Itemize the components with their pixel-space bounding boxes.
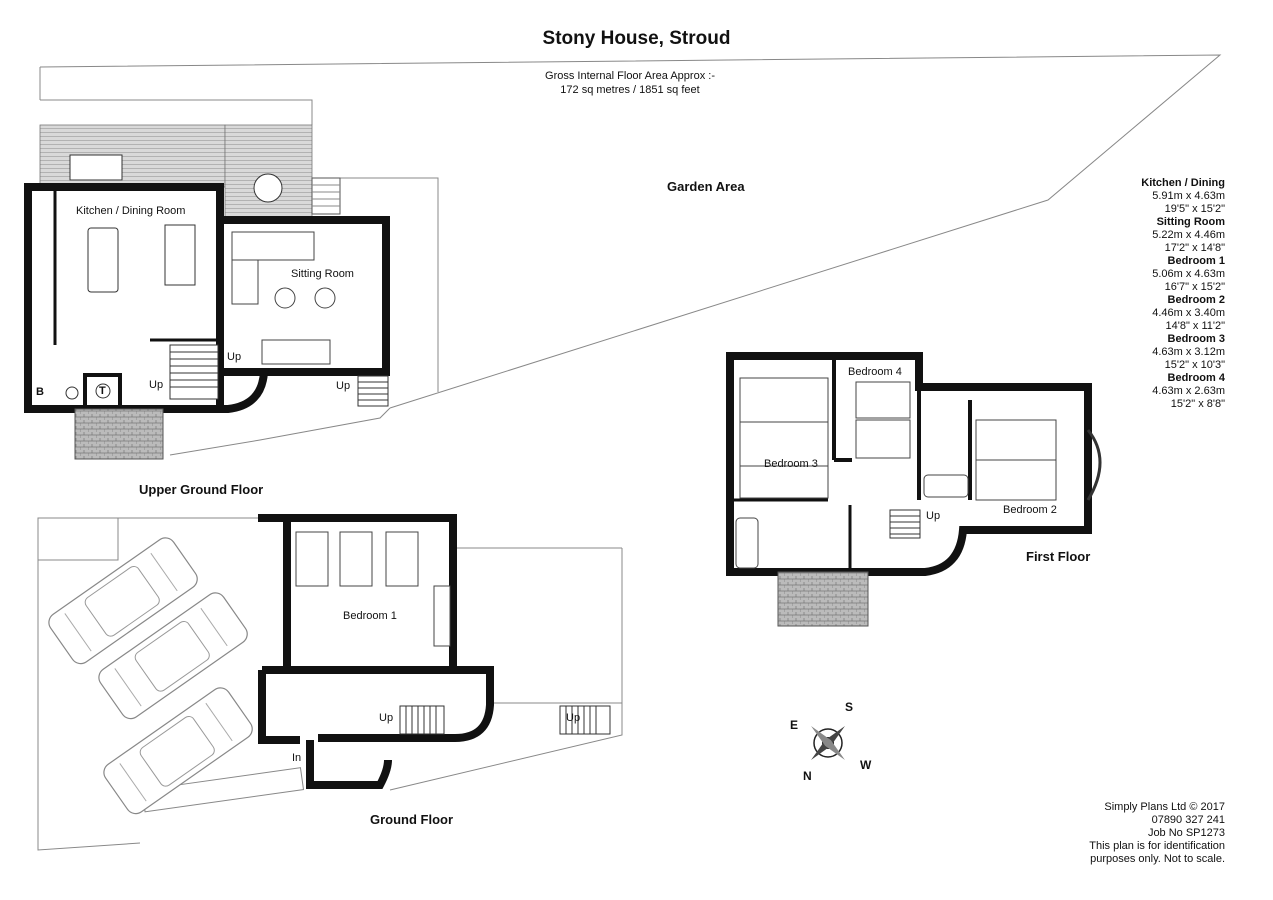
compass-w-label: W [860, 758, 872, 772]
legend-room-name: Bedroom 2 [1167, 294, 1225, 306]
legend-imperial: 15'2" x 10'3" [1164, 359, 1225, 371]
credits-line: purposes only. Not to scale. [1090, 853, 1225, 865]
legend-room-name: Bedroom 3 [1167, 333, 1225, 345]
legend-metric: 4.63m x 2.63m [1152, 385, 1225, 397]
credits-line: Job No SP1273 [1147, 827, 1225, 839]
ground-floor-title: Ground Floor [370, 812, 454, 827]
ground-floor-plan [37, 514, 623, 851]
credits-line: This plan is for identification [1089, 840, 1225, 852]
first-floor-title: First Floor [1026, 549, 1091, 564]
upper-ground-floor-plan [24, 183, 390, 460]
stairs-up-label: Up [336, 380, 351, 392]
legend-imperial: 15'2" x 8'8" [1170, 398, 1225, 410]
legend-imperial: 16'7" x 15'2" [1164, 281, 1225, 293]
floor-area-line-1: Gross Internal Floor Area Approx :- [545, 70, 715, 82]
stairs-up-label: Up [379, 712, 394, 724]
bedroom-3-label: Bedroom 3 [764, 458, 818, 470]
stairs-up-label: Up [149, 379, 164, 391]
upper-ground-floor-title: Upper Ground Floor [139, 482, 264, 497]
floor-area-line-2: 172 sq metres / 1851 sq feet [560, 84, 700, 96]
legend-imperial: 19'5" x 15'2" [1164, 203, 1225, 215]
entrance-label: In [292, 752, 302, 764]
compass-s-label: S [845, 700, 854, 714]
bedroom-1-label: Bedroom 1 [343, 610, 397, 622]
boiler-label: B [36, 386, 44, 398]
bedroom-2-label: Bedroom 2 [1003, 504, 1057, 516]
compass-n-label: N [803, 769, 812, 783]
bedroom-4-label: Bedroom 4 [848, 366, 902, 378]
legend-metric: 5.22m x 4.46m [1152, 229, 1225, 241]
stairs-up-label: Up [926, 510, 941, 522]
page-title: Stony House, Stroud [542, 28, 731, 49]
legend-metric: 4.46m x 3.40m [1152, 307, 1225, 319]
credits-block: Simply Plans Ltd © 2017 07890 327 241 Jo… [1089, 801, 1225, 866]
room-dimensions-legend: Kitchen / Dining 5.91m x 4.63m 19'5" x 1… [1141, 177, 1225, 411]
legend-imperial: 14'8" x 11'2" [1165, 320, 1225, 332]
legend-room-name: Sitting Room [1156, 216, 1225, 228]
decking [39, 124, 341, 218]
legend-metric: 5.06m x 4.63m [1152, 268, 1225, 280]
legend-metric: 4.63m x 3.12m [1152, 346, 1225, 358]
garden-area-label: Garden Area [667, 179, 745, 194]
sitting-room-label: Sitting Room [291, 268, 354, 280]
legend-room-name: Kitchen / Dining [1141, 177, 1225, 189]
legend-room-name: Bedroom 1 [1167, 255, 1225, 267]
stairs-up-label: Up [566, 712, 581, 724]
credits-line: Simply Plans Ltd © 2017 [1104, 801, 1225, 813]
first-floor-plan [726, 352, 1102, 627]
compass-e-label: E [790, 718, 799, 732]
stairs-up-label: Up [227, 351, 242, 363]
legend-metric: 5.91m x 4.63m [1152, 190, 1225, 202]
compass-icon [811, 726, 845, 760]
credits-line: 07890 327 241 [1151, 814, 1225, 826]
kitchen-dining-label: Kitchen / Dining Room [76, 205, 186, 217]
floor-area-note: Gross Internal Floor Area Approx :- 172 … [500, 69, 760, 97]
legend-room-name: Bedroom 4 [1167, 372, 1225, 384]
tank-label: T [99, 385, 106, 397]
legend-imperial: 17'2" x 14'8" [1164, 242, 1225, 254]
